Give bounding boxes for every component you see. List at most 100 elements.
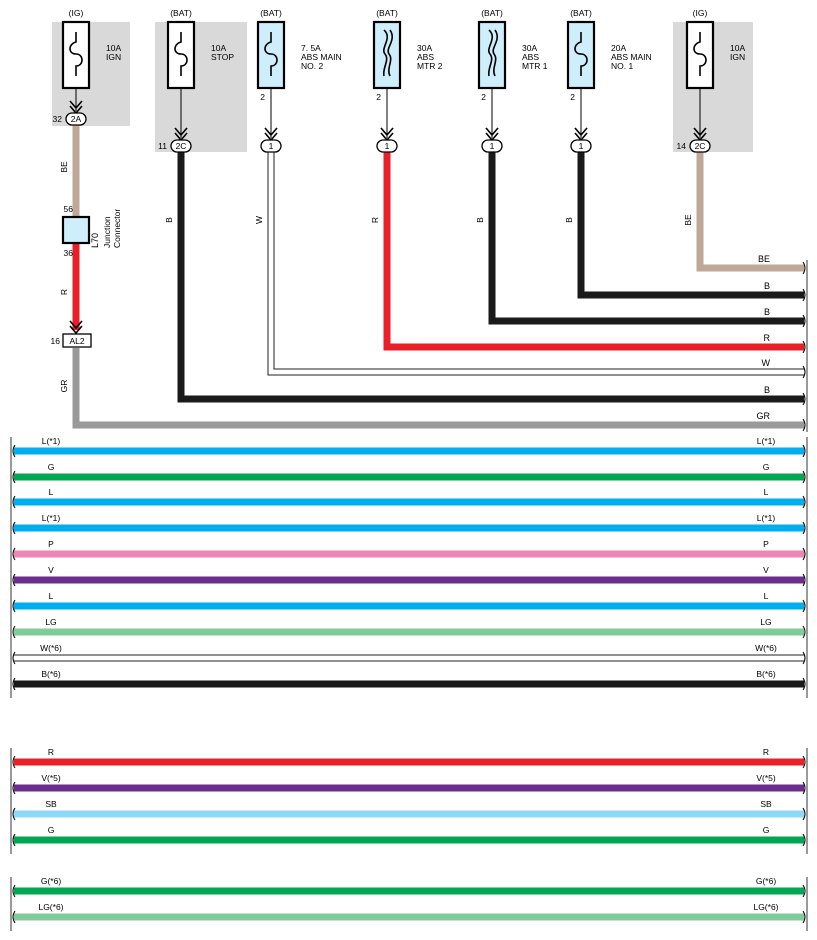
fuse-name: ABS	[417, 52, 434, 62]
bus-wire-label-left: R	[48, 747, 54, 757]
fuse-rating: 7. 5A	[301, 43, 321, 53]
fuse-rating: 10A	[106, 43, 121, 53]
wire-break-mark	[12, 833, 16, 847]
bus-wire-label-left: L	[49, 591, 54, 601]
fuse-supply-label: (BAT)	[481, 8, 503, 18]
junction-pin-out: 36	[64, 248, 74, 258]
bus-wire-label-right: SB	[760, 799, 772, 809]
connector-arrow-2	[380, 127, 394, 137]
fuse-name: MTR 2	[417, 61, 443, 71]
fuse-connector-label: 1	[269, 141, 274, 151]
fuse-connector	[570, 139, 592, 153]
wire-color-label: R	[370, 217, 380, 223]
trunk-wire-label: R	[764, 333, 771, 343]
bus-wire-label-right: L(*1)	[757, 513, 776, 523]
fuse-pin: 2	[481, 92, 486, 102]
fuse-connector	[376, 139, 398, 153]
junction-label-2: Connector	[112, 209, 122, 248]
bus-wire-label-right: L	[764, 487, 769, 497]
labels: BEBBRWBGR(IG)10AIGN32BE(BAT)10ASTOP11B(B…	[38, 8, 778, 912]
bus-wire-label-left: LG(*6)	[38, 902, 63, 912]
wire-break-mark	[12, 910, 16, 924]
wire-color-label: B	[564, 217, 574, 223]
wire-color-label: BE	[59, 161, 69, 173]
wire-w-absmain2-outline	[267, 152, 804, 376]
bus-wire-label-right: LG	[760, 617, 771, 627]
wire-break-mark	[12, 884, 16, 898]
wire-break-mark	[802, 833, 806, 847]
bus-wire-label-right: V	[763, 565, 769, 575]
fuse-name: ABS MAIN	[611, 52, 652, 62]
fuse-supply-label: (IG)	[693, 8, 708, 18]
fuse-name: IGN	[106, 52, 121, 62]
fuse-connector	[260, 139, 282, 153]
fuse-rating: 20A	[611, 43, 626, 53]
wire-break-mark	[802, 755, 806, 769]
connector-al2-label: AL2	[69, 336, 84, 346]
trunk-wire-label: W	[762, 358, 771, 368]
fuse-rating: 10A	[211, 43, 226, 53]
fuse-connector-label: 1	[490, 141, 495, 151]
fuse-box	[372, 20, 402, 90]
wires	[14, 125, 804, 921]
wire-break-mark	[802, 288, 806, 302]
bus-wire-label-right: G	[763, 825, 770, 835]
fuse-name: NO. 1	[611, 61, 633, 71]
fuse-symbol	[174, 32, 188, 76]
wire-break-mark	[12, 755, 16, 769]
bus-wire-label-right: B(*6)	[756, 669, 776, 679]
wire-break-mark	[802, 418, 806, 432]
junction-name: L70	[90, 233, 100, 248]
fuse-pin: 2	[570, 92, 575, 102]
wire-break-mark	[802, 651, 806, 665]
bus-wire-label-left: G	[48, 825, 55, 835]
fuse-connector	[481, 139, 503, 153]
trunk-wire-label: B	[764, 307, 770, 317]
wire-b-absmain1	[577, 152, 804, 299]
connector-pin: 16	[51, 336, 61, 346]
fuse-symbol-a	[382, 29, 389, 77]
wire-break-mark	[802, 625, 806, 639]
wire-break-mark	[802, 807, 806, 821]
fuse-supply-label: (BAT)	[260, 8, 282, 18]
fuse-box	[166, 20, 196, 90]
wire-break-mark	[12, 470, 16, 484]
wire-break-mark	[802, 261, 806, 275]
wire-r-mtr2	[383, 152, 804, 351]
fuse-connector-label: 2A	[71, 114, 82, 124]
fuse-box	[566, 20, 596, 90]
wire-break-mark	[12, 625, 16, 639]
wire-break-mark	[12, 651, 16, 665]
wire-break-mark	[802, 884, 806, 898]
fuse-symbol-b	[492, 29, 499, 77]
fuse-connector	[65, 112, 87, 126]
bus-wire-label-right: G	[763, 462, 770, 472]
fuse-connector-label: 2C	[695, 141, 706, 151]
bus-wire-label-left: B(*6)	[41, 669, 61, 679]
fuse-name: MTR 1	[522, 61, 548, 71]
wire-break-mark	[802, 521, 806, 535]
junction-connector-box	[61, 215, 91, 245]
wire-break-mark	[802, 470, 806, 484]
fuse-name: ABS MAIN	[301, 52, 342, 62]
wire-break-mark	[12, 547, 16, 561]
bus-wire-label-left: L	[49, 487, 54, 497]
fuse-name: STOP	[211, 52, 234, 62]
trunk-wire-label: GR	[757, 411, 771, 421]
wire-break-mark	[12, 677, 16, 691]
fuse-supply-label: (BAT)	[170, 8, 192, 18]
connector-arrow-2	[264, 127, 278, 137]
bus-wire-label-right: V(*5)	[756, 773, 776, 783]
wire-color-label: B	[475, 217, 485, 223]
bus-wire-label-left: L(*1)	[42, 436, 61, 446]
fuse-symbol	[264, 32, 278, 76]
wire-break-mark	[802, 547, 806, 561]
bus-wire-label-right: P	[763, 539, 769, 549]
bus-wire-label-left: G	[48, 462, 55, 472]
bus-wire-label-left: P	[48, 539, 54, 549]
wire-be-ign	[696, 152, 804, 272]
wire-b-mtr1	[488, 152, 804, 325]
wire-color-label: GR	[59, 380, 69, 393]
